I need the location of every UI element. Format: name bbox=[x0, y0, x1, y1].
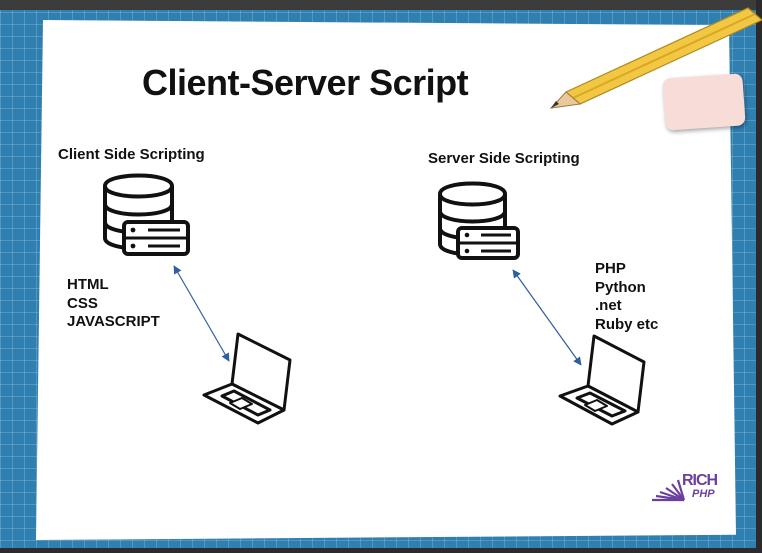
server-laptop-icon bbox=[558, 334, 646, 426]
client-tech-item: HTML bbox=[67, 276, 109, 293]
server-tech-item: PHP bbox=[595, 260, 626, 277]
server-tech-item: Ruby etc bbox=[595, 315, 659, 333]
slide-title: Client-Server Script bbox=[142, 62, 469, 103]
server-database-server-icon bbox=[438, 181, 520, 260]
client-heading: Client Side Scripting bbox=[58, 146, 205, 163]
book-icon bbox=[652, 479, 686, 502]
client-double-arrow bbox=[173, 265, 230, 362]
client-laptop-icon bbox=[202, 332, 292, 425]
window-top-bar bbox=[0, 0, 762, 10]
slide-paper bbox=[36, 20, 736, 540]
client-database-server-icon bbox=[103, 173, 190, 256]
window-bottom-edge bbox=[0, 548, 762, 553]
richphp-logo: RICH PHP bbox=[646, 470, 726, 508]
client-tech-list: HTML CSS JAVASCRIPT bbox=[67, 276, 160, 332]
server-heading: Server Side Scripting bbox=[428, 150, 580, 167]
client-tech-item: JAVASCRIPT bbox=[67, 313, 160, 330]
client-tech-item: CSS bbox=[67, 294, 98, 312]
server-tech-item: .net bbox=[595, 297, 622, 314]
logo-text-rich: RICH bbox=[682, 472, 718, 489]
pencil-icon bbox=[549, 7, 762, 109]
server-tech-item: Python bbox=[595, 278, 646, 296]
server-tech-list: PHP Python .net Ruby etc bbox=[595, 260, 658, 334]
server-double-arrow bbox=[512, 269, 582, 366]
logo-text-php: PHP bbox=[692, 488, 715, 500]
window-right-edge bbox=[756, 0, 762, 553]
